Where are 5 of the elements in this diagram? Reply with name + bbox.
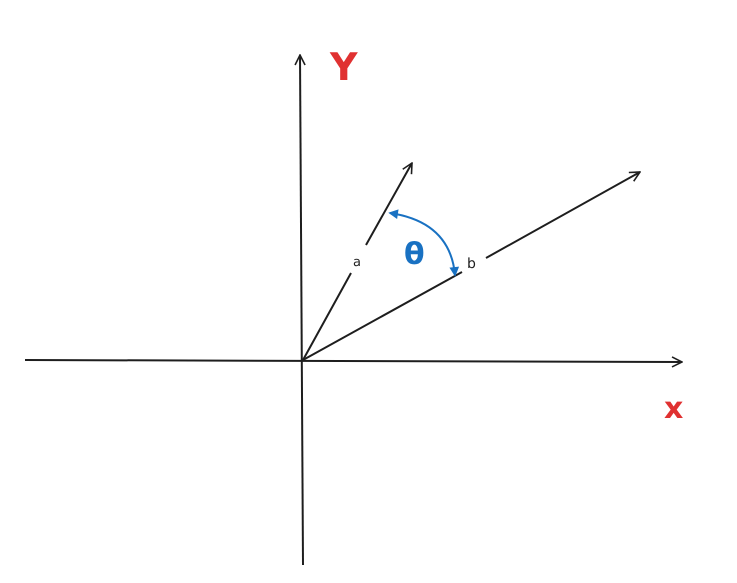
vector-label: b [467, 257, 476, 271]
angle-label: θ [404, 240, 425, 270]
axis-label: Y [330, 48, 358, 86]
vector-label: a [353, 256, 361, 269]
axis-label: x [664, 394, 684, 424]
